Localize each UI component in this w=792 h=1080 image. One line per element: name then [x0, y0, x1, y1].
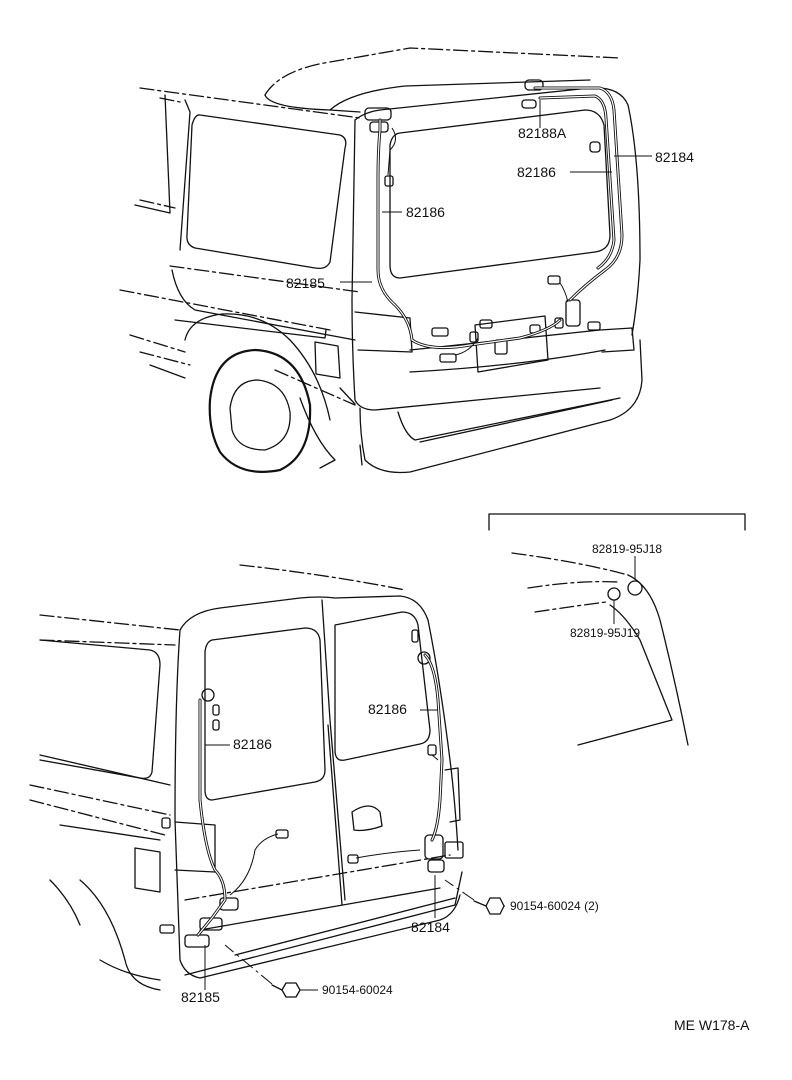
label-82819-95J19: 82819-95J19 [570, 626, 640, 640]
label-82184-top: 82184 [655, 149, 694, 165]
label-82819-95J18: 82819-95J18 [592, 542, 662, 556]
label-82188A: 82188A [518, 125, 567, 141]
bottom-bolts [224, 879, 505, 998]
label-82184-bottom: 82184 [411, 919, 450, 935]
label-bolt-90154-60024: 90154-60024 [322, 983, 393, 997]
top-van-illustration [119, 47, 643, 474]
inset-bracket [488, 513, 746, 531]
label-82185-bottom: 82185 [181, 989, 220, 1005]
top-leader-lines [340, 100, 652, 283]
bottom-van-illustration [29, 564, 464, 991]
top-harness-wires [376, 86, 624, 356]
inset-illustration [511, 552, 689, 746]
label-82185-top: 82185 [286, 275, 325, 291]
bottom-leader-lines [204, 709, 505, 991]
label-82186-bottom-left: 82186 [233, 736, 272, 752]
label-82186-top-right: 82186 [517, 164, 556, 180]
label-bolt-90154-60024-2: 90154-60024 (2) [510, 899, 599, 913]
bottom-harness-wires [196, 653, 444, 937]
label-82186-top-left: 82186 [406, 204, 445, 220]
diagram-code: ME W178-A [674, 1017, 750, 1033]
label-82186-bottom-right: 82186 [368, 701, 407, 717]
